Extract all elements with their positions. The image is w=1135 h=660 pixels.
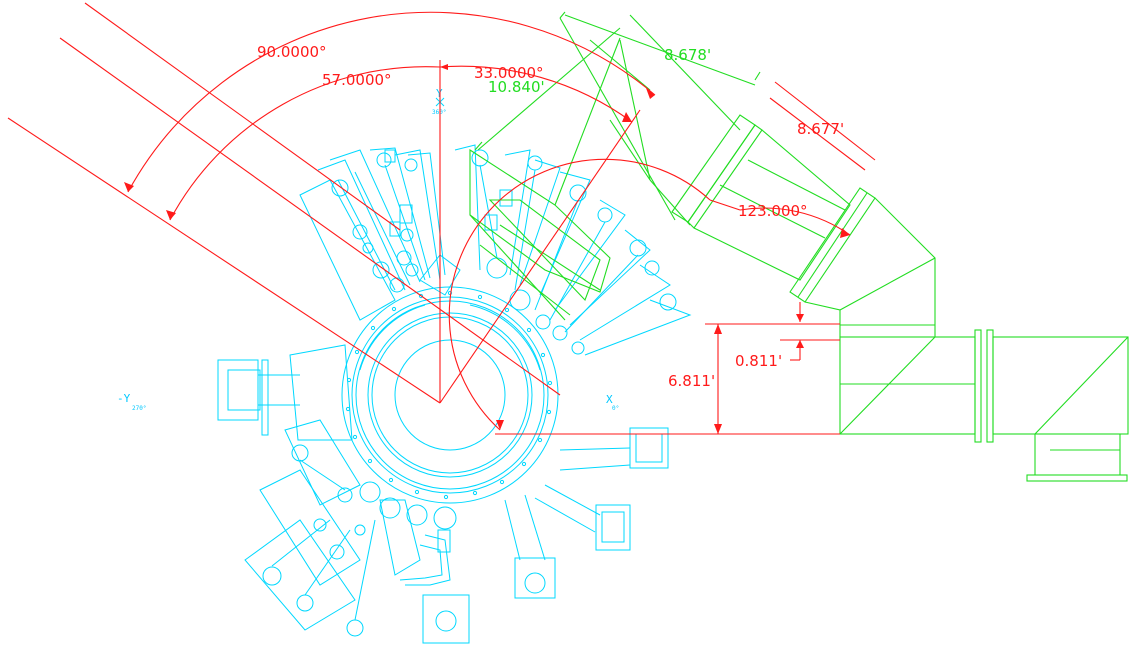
- neg-y-axis-label: -Y: [117, 392, 131, 405]
- length-0811-label: 0.811': [735, 352, 782, 370]
- x-axis-label: X: [606, 393, 613, 406]
- lower-left-ports: [244, 419, 457, 637]
- y-axis-sub-label: 360°: [432, 109, 446, 116]
- vacuum-chamber: [217, 96, 692, 644]
- upper-left-ports: [299, 147, 461, 321]
- angle-57-label: 57.0000°: [322, 71, 392, 89]
- length-6811-label: 6.811': [668, 372, 715, 390]
- dimension-arrowheads: [124, 64, 850, 434]
- angle-90-label: 90.0000°: [257, 43, 327, 61]
- right-ports: [422, 427, 669, 644]
- angle-33-label: 33.0000°: [474, 64, 544, 82]
- length-8678-label: 8.678': [664, 46, 711, 64]
- length-10840-label: 10.840': [488, 78, 545, 96]
- x-axis-sub-label: 0°: [612, 405, 619, 412]
- bolt-circle: [345, 290, 553, 500]
- neg-y-axis-sub-label: 270°: [132, 405, 146, 412]
- upper-right-ports: [454, 144, 692, 356]
- length-8677-label: 8.677': [797, 120, 844, 138]
- transfer-duct: [469, 14, 1129, 482]
- angle-123-label: 123.000°: [738, 202, 808, 220]
- left-port-flange: [217, 344, 353, 441]
- duct-dimension-lines: [474, 11, 761, 151]
- dimension-lines: [7, 2, 876, 435]
